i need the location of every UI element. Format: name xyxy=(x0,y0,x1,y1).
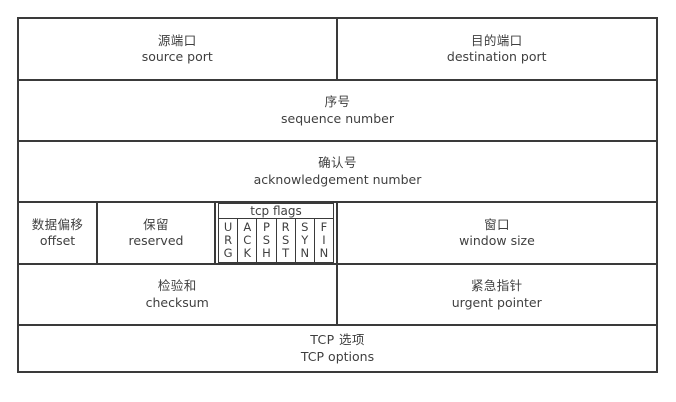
field-reserved-label-cn: 保留 xyxy=(143,216,169,232)
tcp-flags-box: tcp flags U R G A C K P S H xyxy=(218,203,334,263)
flag-syn: S Y N xyxy=(296,219,315,262)
field-checksum-label-cn: 检验和 xyxy=(157,278,197,293)
field-urgent-pointer: 紧急指针 urgent pointer xyxy=(338,265,657,324)
field-destination-port: 目的端口 destination port xyxy=(338,19,657,79)
field-urgent-pointer-label-cn: 紧急指针 xyxy=(470,278,523,293)
field-urgent-pointer-label-en: urgent pointer xyxy=(451,294,542,310)
field-data-offset-label-en: offset xyxy=(39,233,76,248)
field-source-port: 源端口 source port xyxy=(19,19,338,79)
flag-psh-letter-2: S xyxy=(262,233,271,248)
field-tcp-options: TCP 选项 TCP options xyxy=(19,326,656,371)
field-data-offset: 数据偏移 offset xyxy=(19,203,98,263)
flag-urg-letter-2: R xyxy=(224,233,233,248)
field-checksum-label-en: checksum xyxy=(145,294,209,310)
flag-fin-letter-2: I xyxy=(322,233,326,248)
header-row-sequence-number: 序号 sequence number xyxy=(19,81,656,142)
flag-ack-letter-3: K xyxy=(243,245,252,260)
flag-urg-letter-1: U xyxy=(223,220,233,235)
field-acknowledgement-number-label-en: acknowledgement number xyxy=(253,171,422,187)
field-source-port-label-cn: 源端口 xyxy=(157,32,197,48)
flag-rst-letter-3: T xyxy=(282,245,290,260)
header-row-acknowledgement-number: 确认号 acknowledgement number xyxy=(19,142,656,203)
field-sequence-number-label-cn: 序号 xyxy=(324,94,351,109)
field-checksum: 检验和 checksum xyxy=(19,265,338,324)
header-row-flags: 数据偏移 offset 保留 reserved tcp flags U R G … xyxy=(19,203,656,265)
flag-fin: F I N xyxy=(315,219,333,262)
tcp-flags-strip: U R G A C K P S H R xyxy=(218,218,334,263)
field-tcp-flags: tcp flags U R G A C K P S H xyxy=(216,203,338,263)
field-tcp-options-label-en: TCP options xyxy=(300,348,375,364)
flag-syn-letter-3: N xyxy=(300,245,310,260)
flag-syn-letter-2: Y xyxy=(301,233,309,248)
field-acknowledgement-number-label-cn: 确认号 xyxy=(318,155,357,170)
tcp-header-diagram: 源端口 source port 目的端口 destination port 序号… xyxy=(17,17,658,373)
flag-urg-letter-3: G xyxy=(223,245,233,260)
flag-ack-letter-1: A xyxy=(243,220,252,235)
header-row-checksum: 检验和 checksum 紧急指针 urgent pointer xyxy=(19,265,656,326)
field-window-size-label-cn: 窗口 xyxy=(484,216,510,232)
flag-rst: R S T xyxy=(277,219,296,262)
flag-rst-letter-1: R xyxy=(281,220,290,235)
field-window-size: 窗口 window size xyxy=(338,203,656,263)
field-data-offset-label-cn: 数据偏移 xyxy=(31,216,84,232)
flag-urg: U R G xyxy=(219,219,239,262)
field-destination-port-label-cn: 目的端口 xyxy=(470,32,523,48)
field-tcp-options-label-cn: TCP 选项 xyxy=(310,332,365,347)
tcp-flags-title: tcp flags xyxy=(218,203,334,218)
flag-psh-letter-1: P xyxy=(262,220,270,235)
field-acknowledgement-number: 确认号 acknowledgement number xyxy=(19,142,656,201)
field-reserved-label-en: reserved xyxy=(128,233,184,248)
flag-ack-letter-2: C xyxy=(243,233,252,248)
field-sequence-number-label-en: sequence number xyxy=(281,110,394,126)
field-window-size-label-en: window size xyxy=(459,233,535,248)
flag-psh: P S H xyxy=(257,219,277,262)
flag-ack: A C K xyxy=(238,219,258,262)
field-sequence-number: 序号 sequence number xyxy=(19,81,656,140)
flag-syn-letter-1: S xyxy=(301,220,309,235)
field-source-port-label-en: source port xyxy=(141,49,213,64)
flag-fin-letter-1: F xyxy=(320,220,328,235)
flag-rst-letter-2: S xyxy=(281,233,290,248)
flag-fin-letter-3: N xyxy=(319,245,329,260)
header-row-ports: 源端口 source port 目的端口 destination port xyxy=(19,19,656,81)
header-row-tcp-options: TCP 选项 TCP options xyxy=(19,326,656,371)
flag-psh-letter-3: H xyxy=(262,245,271,260)
field-destination-port-label-en: destination port xyxy=(446,49,547,64)
field-reserved: 保留 reserved xyxy=(98,203,216,263)
